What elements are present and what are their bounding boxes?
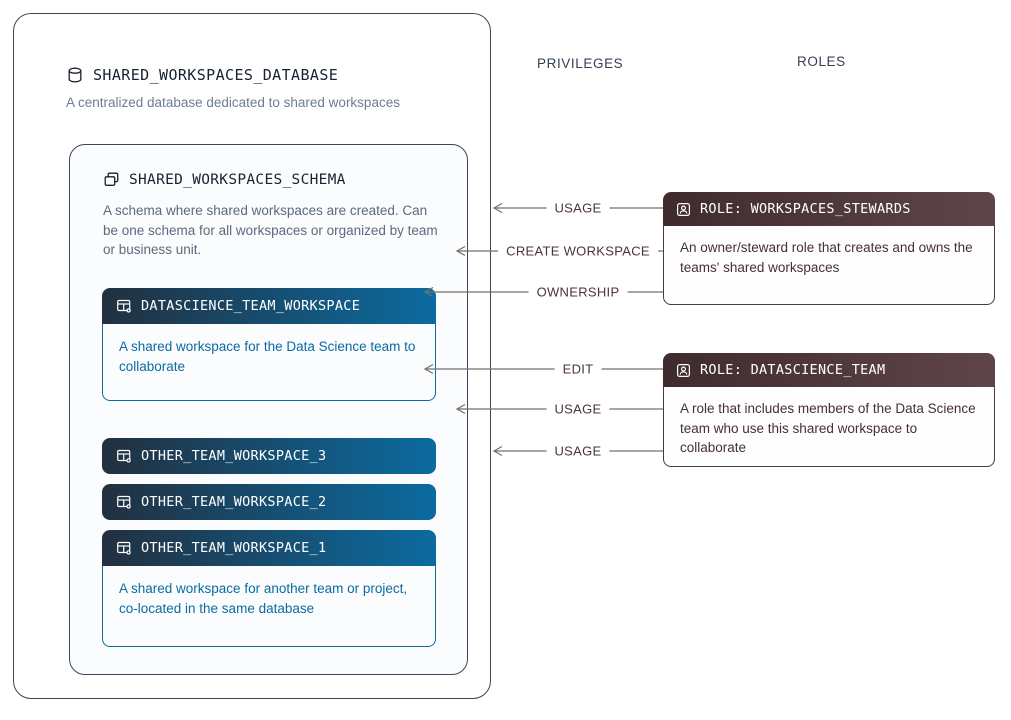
- workspace-header: OTHER_TEAM_WORKSPACE_3: [102, 438, 436, 474]
- workspace-card-datascience: DATASCIENCE_TEAM_WORKSPACE A shared work…: [102, 288, 436, 401]
- roles-column-header: ROLES: [797, 54, 846, 69]
- role-name: ROLE: DATASCIENCE_TEAM: [700, 362, 886, 378]
- schema-box: SHARED_WORKSPACES_SCHEMA A schema where …: [69, 144, 468, 675]
- role-description: An owner/steward role that creates and o…: [663, 226, 995, 305]
- user-badge-icon: [676, 363, 691, 378]
- privilege-label-usage-2: USAGE: [546, 400, 610, 418]
- workspace-name: DATASCIENCE_TEAM_WORKSPACE: [141, 298, 361, 314]
- database-box: SHARED_WORKSPACES_DATABASE A centralized…: [13, 13, 491, 699]
- workspace-header: OTHER_TEAM_WORKSPACE_2: [102, 484, 436, 520]
- privilege-label-create-workspace: CREATE WORKSPACE: [498, 242, 658, 260]
- workspace-card-other-2: OTHER_TEAM_WORKSPACE_2: [102, 484, 436, 520]
- user-badge-icon: [676, 202, 691, 217]
- privilege-label-usage-1: USAGE: [546, 199, 610, 217]
- workspace-name: OTHER_TEAM_WORKSPACE_2: [141, 494, 327, 510]
- database-description: A centralized database dedicated to shar…: [66, 95, 400, 110]
- schema-title: SHARED_WORKSPACES_SCHEMA: [129, 171, 346, 188]
- workspace-name: OTHER_TEAM_WORKSPACE_1: [141, 540, 327, 556]
- role-box-workspaces-stewards: ROLE: WORKSPACES_STEWARDS An owner/stewa…: [663, 192, 995, 305]
- workspace-card-other-3: OTHER_TEAM_WORKSPACE_3: [102, 438, 436, 474]
- schema-title-row: SHARED_WORKSPACES_SCHEMA: [103, 171, 346, 188]
- workspace-icon: [116, 540, 132, 556]
- role-name: ROLE: WORKSPACES_STEWARDS: [700, 201, 911, 217]
- database-title-row: SHARED_WORKSPACES_DATABASE: [66, 66, 338, 84]
- workspace-icon: [116, 448, 132, 464]
- workspace-description: A shared workspace for another team or p…: [102, 566, 436, 647]
- privilege-label-ownership: OWNERSHIP: [528, 283, 628, 301]
- role-box-datascience-team: ROLE: DATASCIENCE_TEAM A role that inclu…: [663, 353, 995, 467]
- role-description: A role that includes members of the Data…: [663, 387, 995, 467]
- privilege-label-edit: EDIT: [554, 360, 602, 378]
- database-title: SHARED_WORKSPACES_DATABASE: [93, 66, 339, 84]
- workspace-header: OTHER_TEAM_WORKSPACE_1: [102, 530, 436, 566]
- workspace-icon: [116, 494, 132, 510]
- workspace-description: A shared workspace for the Data Science …: [102, 324, 436, 401]
- database-icon: [66, 66, 84, 84]
- role-header: ROLE: WORKSPACES_STEWARDS: [663, 192, 995, 226]
- schema-description: A schema where shared workspaces are cre…: [103, 203, 438, 257]
- schema-icon: [103, 171, 120, 188]
- privilege-label-usage-3: USAGE: [546, 442, 610, 460]
- role-header: ROLE: DATASCIENCE_TEAM: [663, 353, 995, 387]
- workspace-header: DATASCIENCE_TEAM_WORKSPACE: [102, 288, 436, 324]
- workspace-card-other-1: OTHER_TEAM_WORKSPACE_1 A shared workspac…: [102, 530, 436, 647]
- privileges-column-header: PRIVILEGES: [537, 56, 624, 71]
- workspace-icon: [116, 298, 132, 314]
- workspace-name: OTHER_TEAM_WORKSPACE_3: [141, 448, 327, 464]
